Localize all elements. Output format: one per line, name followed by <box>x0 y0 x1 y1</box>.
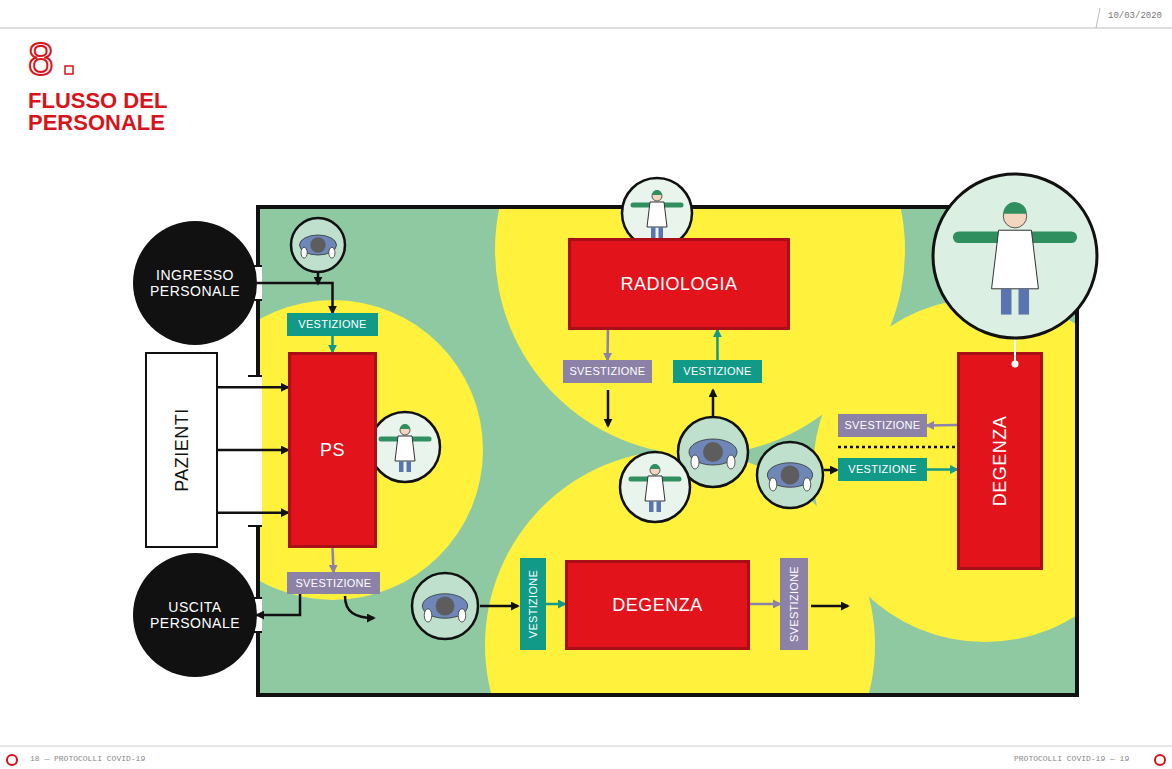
staff-figure-top <box>757 442 823 508</box>
footer-rule <box>0 746 1172 747</box>
page-title: FLUSSO DEL PERSONALE <box>28 90 193 134</box>
dressing-label: VESTIZIONE <box>520 558 546 650</box>
flow-arrow <box>218 449 288 452</box>
flow-arrow <box>480 605 518 608</box>
footer-logo <box>1155 755 1165 765</box>
flow-arrow <box>811 605 848 608</box>
footer-label: PROTOCOLLI COVID-19 — 19 <box>1014 755 1129 763</box>
flow-arrow <box>712 390 715 416</box>
section-number: 8 <box>28 36 54 82</box>
node-label: USCITA PERSONALE <box>147 599 243 631</box>
department-box: RADIOLOGIA <box>568 238 790 330</box>
patients-box: PAZIENTI <box>145 352 218 548</box>
node-label: SVESTIZIONE <box>295 577 371 590</box>
node-label: INGRESSO PERSONALE <box>147 267 243 299</box>
leader-dot <box>1012 361 1019 368</box>
department-box: DEGENZA <box>957 352 1043 570</box>
flow-arrow <box>345 596 374 618</box>
staff-figure <box>370 412 440 482</box>
leader-line <box>1014 350 1016 362</box>
flow-arrow <box>927 468 957 471</box>
node-label: SVESTIZIONE <box>569 365 645 378</box>
section-square <box>65 66 73 74</box>
dressing-label: VESTIZIONE <box>673 360 762 383</box>
node-label: PAZIENTI <box>173 408 191 492</box>
flow-arrow <box>257 594 300 615</box>
flow-arrow <box>716 330 719 360</box>
leader-line <box>1014 338 1016 352</box>
node-label: PS <box>320 440 345 461</box>
department-box: PS <box>288 352 377 548</box>
node-label: VESTIZIONE <box>298 318 366 331</box>
node-label: VESTIZIONE <box>848 463 916 476</box>
flow-arrow <box>824 469 837 472</box>
flow-arrow <box>546 603 565 606</box>
staff-figure-top <box>291 218 345 272</box>
flow-arrow <box>750 603 780 606</box>
date-label: 10/03/2020 <box>1108 12 1162 21</box>
undressing-label: SVESTIZIONE <box>780 558 808 650</box>
node-label: RADIOLOGIA <box>620 274 737 295</box>
exit-circle: USCITA PERSONALE <box>133 553 257 677</box>
footer-logo <box>7 755 17 765</box>
node-label: SVESTIZIONE <box>789 566 800 642</box>
node-label: DEGENZA <box>991 416 1009 507</box>
flow-arrow <box>927 424 957 427</box>
header-rule <box>0 28 1172 29</box>
flow-arrow <box>218 511 288 514</box>
staff-figure-top <box>412 573 478 639</box>
flow-arrow <box>333 548 334 572</box>
undressing-label: SVESTIZIONE <box>563 360 652 383</box>
separator-line <box>838 446 956 449</box>
dressing-label: VESTIZIONE <box>287 313 378 336</box>
node-label: VESTIZIONE <box>528 570 539 638</box>
node-label: SVESTIZIONE <box>844 419 920 432</box>
node-label: DEGENZA <box>612 595 703 616</box>
node-label: VESTIZIONE <box>683 365 751 378</box>
department-box: DEGENZA <box>565 560 750 650</box>
flow-arrow <box>218 386 288 389</box>
contaminated-zones <box>258 207 1077 695</box>
flow-arrow <box>606 330 609 360</box>
undressing-label: SVESTIZIONE <box>287 572 380 594</box>
flow-arrow <box>331 336 334 352</box>
header-tick <box>1096 8 1100 28</box>
flow-arrow <box>607 390 610 426</box>
staff-figure <box>620 452 690 522</box>
dressing-label: VESTIZIONE <box>838 458 927 481</box>
entrance-circle: INGRESSO PERSONALE <box>133 221 257 345</box>
staff-figure <box>933 174 1097 338</box>
footer-label: 18 — PROTOCOLLI COVID-19 <box>30 755 145 763</box>
flow-arrow <box>257 283 333 313</box>
undressing-label: SVESTIZIONE <box>838 414 927 437</box>
